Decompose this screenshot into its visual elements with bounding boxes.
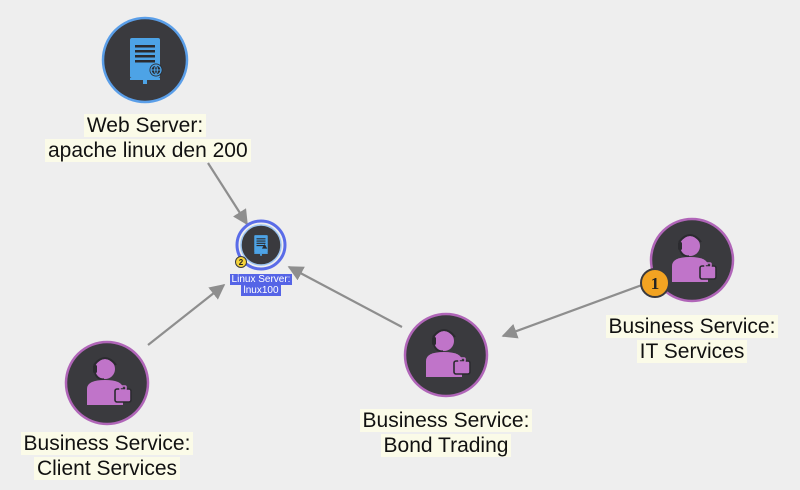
edge-bond-to-linux[interactable] (287, 266, 403, 328)
it-services-label: Business Service: IT Services (587, 314, 797, 364)
it-services-badge: 1 (640, 268, 670, 298)
server-icon (254, 235, 268, 256)
linux-server-label-line1: Linux Server: (229, 274, 293, 285)
web-server-node[interactable] (101, 16, 189, 104)
it-services-label-line2: IT Services (636, 340, 748, 363)
edge-web-to-linux[interactable] (207, 162, 248, 226)
server-globe-icon (130, 38, 163, 84)
client-services-node[interactable] (64, 340, 150, 426)
client-services-label-line2: Client Services (33, 457, 181, 480)
bond-trading-label-line2: Bond Trading (380, 434, 512, 457)
client-services-label: Business Service: Client Services (2, 431, 212, 481)
edge-client-to-linux[interactable] (147, 284, 226, 346)
it-services-node[interactable] (649, 217, 735, 303)
bond-trading-label-line1: Business Service: (359, 409, 533, 432)
web-server-label: Web Server: apache linux den 200 (45, 113, 251, 163)
linux-server-badge-text: 2 (239, 258, 244, 267)
linux-server-label: Linux Server: lnux100 (211, 274, 311, 296)
linux-server-node[interactable]: 2 (235, 219, 287, 271)
edge-it-to-bond[interactable] (501, 283, 643, 339)
client-services-label-line1: Business Service: (20, 432, 194, 455)
web-server-label-line1: Web Server: (83, 114, 207, 137)
it-services-badge-text: 1 (651, 274, 660, 293)
linux-server-badge: 2 (235, 256, 247, 268)
it-services-label-line1: Business Service: (605, 315, 779, 338)
bond-trading-node[interactable] (403, 312, 489, 398)
web-server-label-line2: apache linux den 200 (45, 139, 251, 162)
linux-server-label-line2: lnux100 (241, 285, 281, 296)
bond-trading-label: Business Service: Bond Trading (341, 408, 551, 458)
